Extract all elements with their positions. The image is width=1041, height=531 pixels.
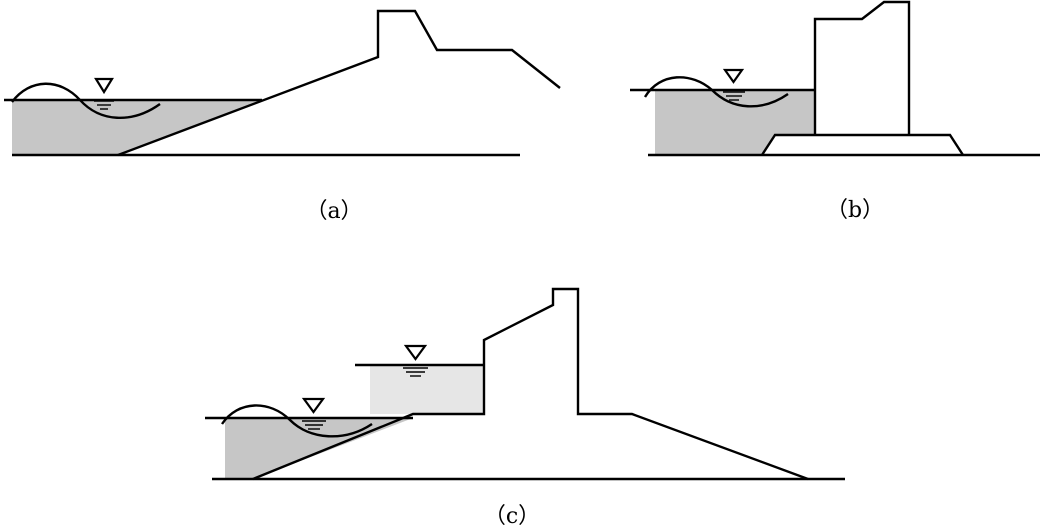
water-level-triangle-icon [301,397,326,414]
breakwater-c [252,287,809,481]
water-level-ticks-b [723,91,745,101]
rubble-base-b [760,133,965,156]
water-level-ticks-harbor-c [403,367,428,377]
water-level-triangle-icon [722,68,745,84]
wave-a [11,82,161,119]
water-level-ticks-c [302,420,326,430]
wave-c [221,404,373,438]
water-level-triangle-icon [403,344,428,361]
caisson-b [813,0,911,135]
panel-caption: （a） [305,199,362,224]
harbor-water-c [370,365,484,414]
breakwater-a [117,9,561,157]
wave-b [643,76,789,108]
panel-c: （c） [205,287,845,529]
sea-water-a [12,100,262,155]
water-level-ticks-a [94,100,114,110]
panel-b: （b） [630,0,1040,223]
sea-water-c [225,418,413,479]
panel-caption: （c） [484,504,540,529]
panel-caption: （b） [826,198,884,223]
sea-water-b [655,90,815,155]
water-level-triangle-icon [94,77,114,95]
panel-a: （a） [4,9,561,224]
